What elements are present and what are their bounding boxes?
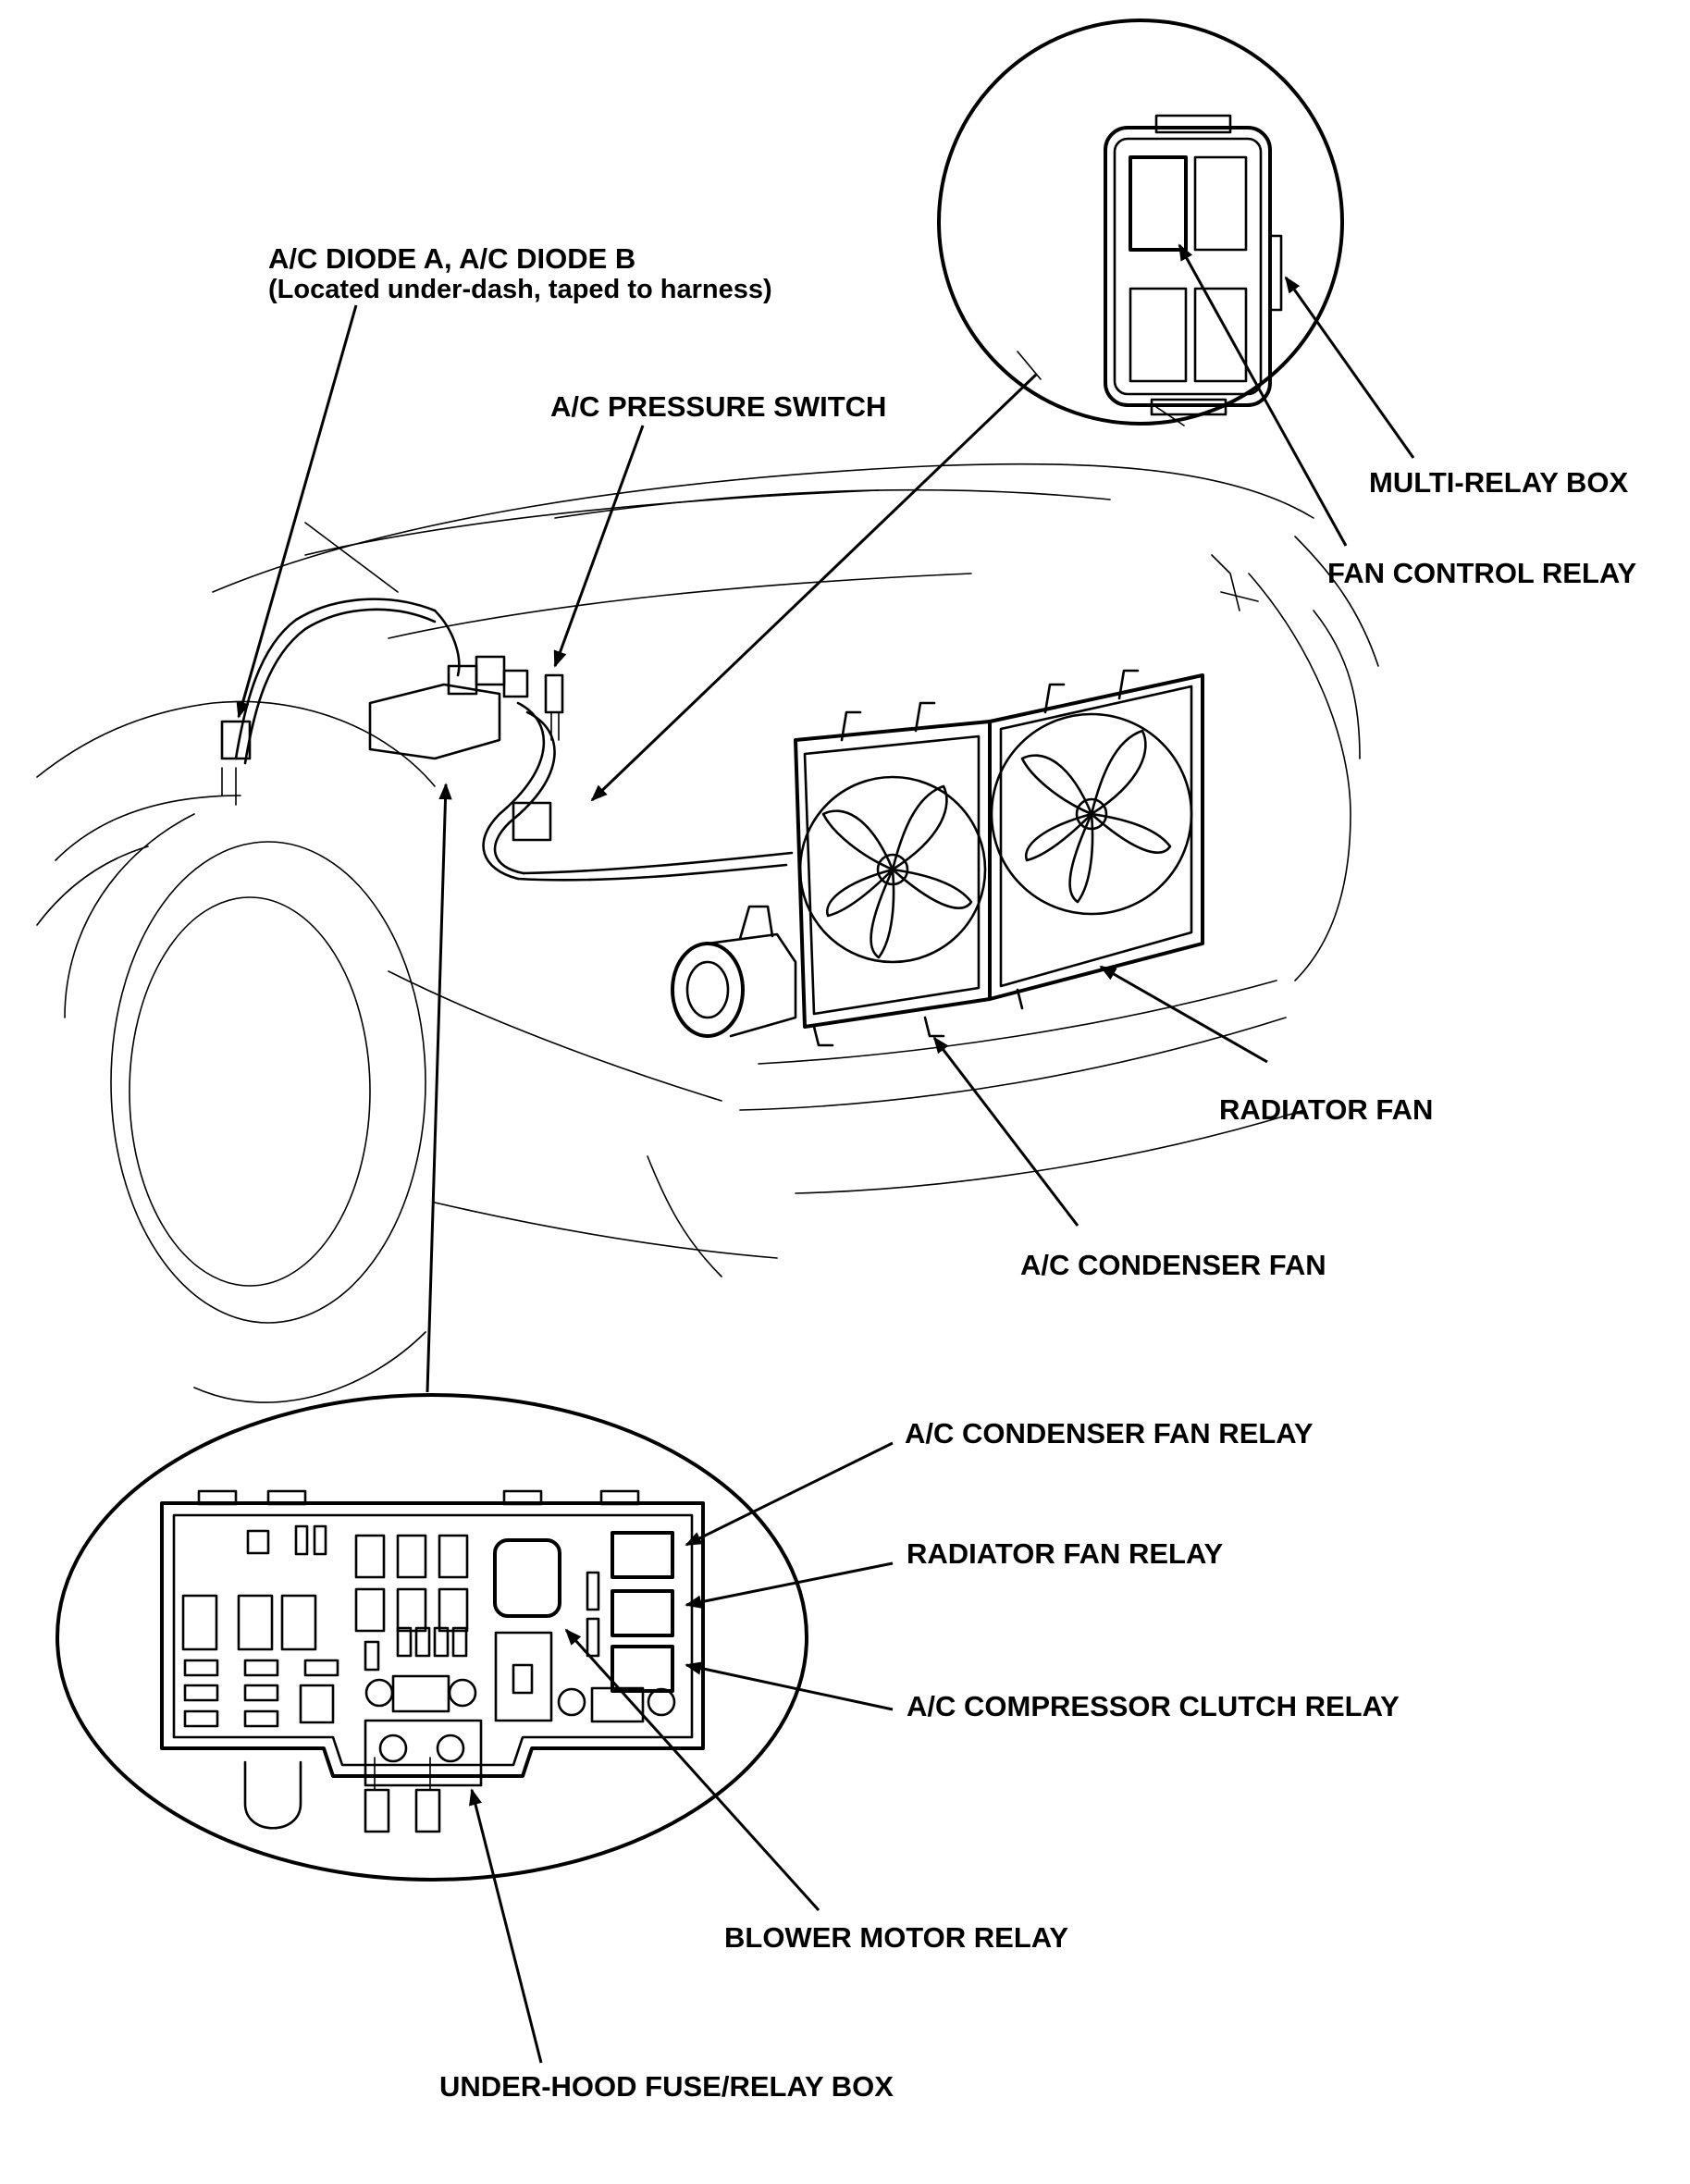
label-ac-compressor-clutch-relay: A/C COMPRESSOR CLUTCH RELAY	[907, 1690, 1400, 1722]
label-radiator-fan-relay: RADIATOR FAN RELAY	[907, 1537, 1224, 1570]
label-under-hood-fuse-relay-box: UNDER-HOOD FUSE/RELAY BOX	[439, 2070, 894, 2103]
ac-condenser-fan-relay	[611, 1531, 674, 1579]
fan-control-relay-slot	[1129, 155, 1188, 252]
ac-condenser-fan-blades	[798, 775, 987, 964]
radiator-fan-relay	[611, 1589, 674, 1637]
leader-ac-compressor-clutch-relay	[685, 1661, 894, 1711]
leader-ac-diode	[236, 304, 358, 719]
radiator-fan-assembly	[671, 669, 1204, 1047]
ac-compressor	[671, 905, 797, 1038]
leader-lines	[236, 243, 1415, 2064]
label-radiator-fan: RADIATOR FAN	[1219, 1093, 1433, 1126]
ac-compressor-clutch-relay	[611, 1645, 674, 1693]
label-fan-control-relay: FAN CONTROL RELAY	[1327, 557, 1636, 589]
leader-fan-control-relay	[1178, 243, 1348, 547]
leader-multi-relay-box	[1284, 276, 1415, 459]
leader-multi-relay-inset	[590, 373, 1038, 802]
labels: A/C DIODE A, A/C DIODE B (Located under-…	[268, 242, 1636, 2103]
label-ac-condenser-fan: A/C CONDENSER FAN	[1020, 1249, 1326, 1281]
leader-ac-pressure-switch	[553, 425, 645, 668]
under-hood-fuse-relay-box-inset	[56, 1393, 808, 1882]
radiator-fan-blades	[990, 712, 1193, 916]
label-ac-condenser-fan-relay: A/C CONDENSER FAN RELAY	[905, 1417, 1314, 1450]
multi-relay-box-inset	[937, 19, 1344, 426]
label-blower-motor-relay: BLOWER MOTOR RELAY	[724, 1921, 1068, 1954]
leader-radiator-fan	[1099, 965, 1268, 1064]
engine-bay-wiring	[220, 598, 794, 882]
under-hood-fuse-relay-box	[160, 1489, 705, 1833]
leader-radiator-fan-relay	[685, 1561, 894, 1609]
blower-motor-relay	[493, 1538, 561, 1618]
leader-fuse-box-inset	[426, 783, 452, 1393]
label-ac-diode-title: A/C DIODE A, A/C DIODE B	[268, 242, 635, 275]
leader-blower-motor-relay	[564, 1628, 820, 1912]
leader-under-hood-fuse-relay-box	[469, 1788, 543, 2064]
label-ac-pressure-switch: A/C PRESSURE SWITCH	[550, 390, 886, 423]
multi-relay-box	[1104, 114, 1283, 416]
leader-ac-condenser-fan	[932, 1036, 1079, 1227]
leader-ac-condenser-fan-relay	[685, 1441, 894, 1547]
vehicle-body-outline	[36, 351, 1379, 1403]
label-ac-diode-note: (Located under-dash, taped to harness)	[268, 275, 772, 304]
label-multi-relay-box: MULTI-RELAY BOX	[1369, 466, 1628, 499]
